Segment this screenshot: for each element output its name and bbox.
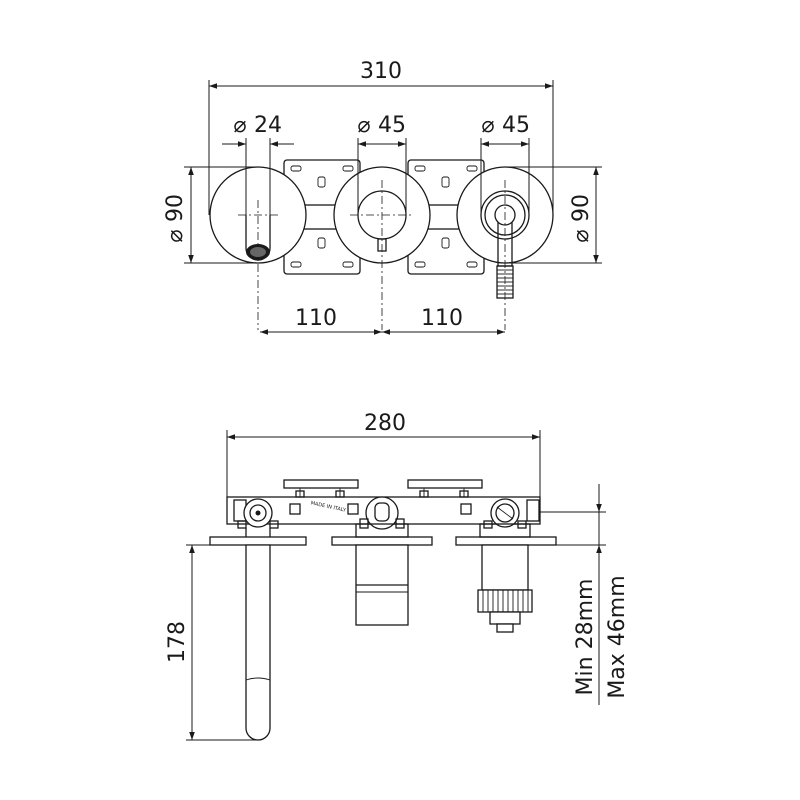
plate-diameter-right-value: 90 [569, 194, 594, 222]
center-spacing-right-value: 110 [421, 306, 463, 331]
mixer-diameter-value: 45 [378, 113, 406, 138]
wall-depth-min: Min 28mm [573, 579, 598, 696]
mixer-diameter-symbol: ⌀ [357, 113, 370, 138]
body-width-value: 280 [364, 411, 406, 436]
plate-diameter-left-symbol: ⌀ [163, 229, 188, 242]
diverter-cover-plate [456, 166, 554, 330]
spout-cover-plate [209, 166, 307, 330]
spout-projection-value: 178 [165, 621, 190, 663]
dimension-spout-diameter: ⌀ 24 [222, 113, 294, 215]
dimension-body-width: 280 [226, 411, 541, 500]
spout-port [237, 498, 301, 529]
dimension-diverter-diameter: ⌀ 45 [480, 113, 530, 215]
spout-diameter-value: 24 [254, 113, 282, 138]
plate-diameter-left-value: 90 [163, 194, 188, 222]
diverter-diameter-value: 45 [502, 113, 530, 138]
diverter-port [460, 498, 527, 529]
dimension-plate-diameter-left: ⌀ 90 [163, 166, 258, 264]
wall-depth-max: Max 46mm [605, 575, 630, 698]
top-view: 310 ⌀ 24 ⌀ 45 ⌀ 45 [163, 59, 602, 335]
finished-wall-plates [209, 536, 557, 546]
spout-diameter-symbol: ⌀ [233, 113, 246, 138]
center-spacing-left-value: 110 [295, 306, 337, 331]
side-brackets [283, 479, 483, 498]
overall-width-value: 310 [360, 59, 402, 84]
dimension-center-spacing: 110 110 [260, 306, 505, 335]
side-spout [245, 528, 271, 741]
side-diverter-knob [477, 523, 533, 633]
dimension-overall-width: 310 [208, 59, 554, 215]
body-marking: MADE IN ITALY [310, 500, 347, 514]
plate-diameter-right-symbol: ⌀ [569, 229, 594, 242]
dimension-spout-projection: 178 [165, 544, 258, 741]
side-mixer-handle [355, 523, 409, 626]
mixer-cover-plate [333, 166, 431, 330]
side-view: 280 MADE IN ITALY [165, 411, 630, 741]
dimension-mixer-diameter: ⌀ 45 [357, 113, 407, 215]
dimension-wall-depth: Min 28mm Max 46mm [540, 484, 630, 705]
diverter-diameter-symbol: ⌀ [481, 113, 494, 138]
dimension-plate-diameter-right: ⌀ 90 [505, 166, 602, 264]
mixer-port [347, 496, 405, 530]
